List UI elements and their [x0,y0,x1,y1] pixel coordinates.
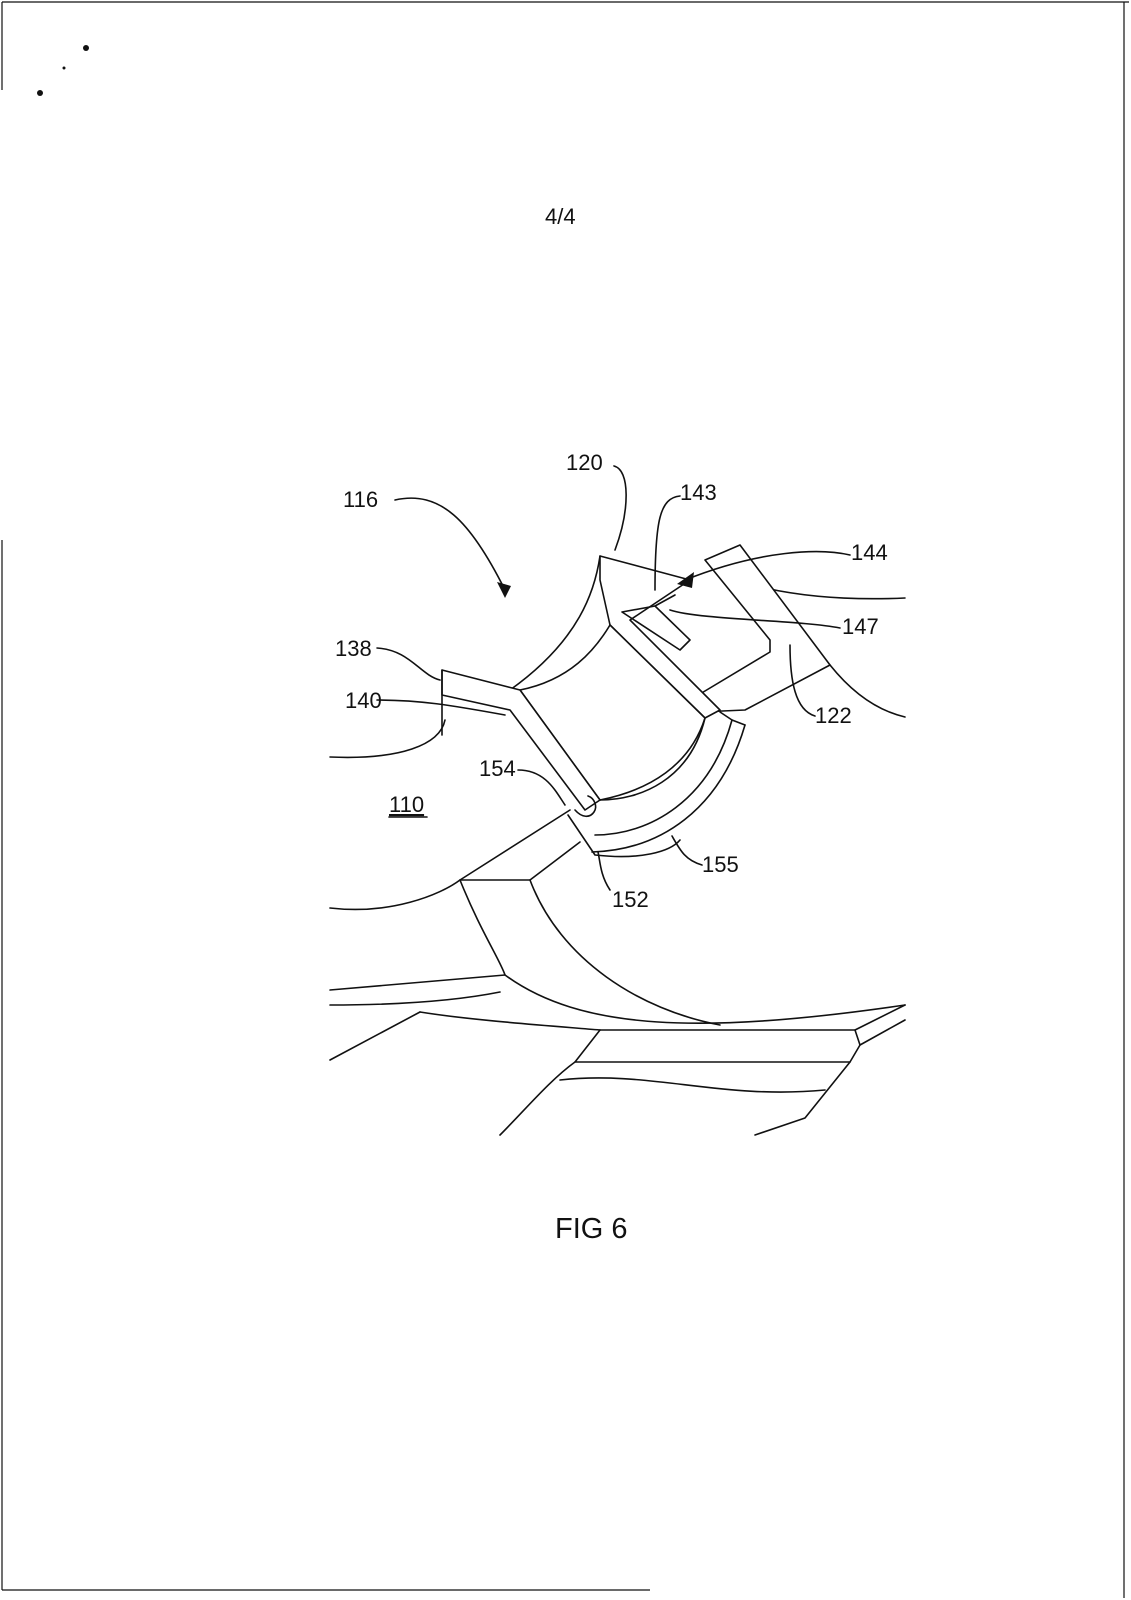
label-122: 122 [815,703,852,728]
figure-caption: FIG 6 [555,1213,628,1245]
label-140: 140 [345,688,382,713]
label-144: 144 [851,540,888,565]
label-155: 155 [702,852,739,877]
label-120: 120 [566,450,603,475]
leader-arrow-144 [677,550,851,588]
label-147: 147 [842,614,879,639]
leader-arrow-116 [394,497,511,598]
label-152: 152 [612,887,649,912]
label-143: 143 [680,480,717,505]
label-154: 154 [479,756,516,781]
label-110: 110 [389,792,424,817]
bracket-116 [441,544,906,858]
page-number: 4/4 [545,204,576,229]
label-116: 116 [343,487,378,512]
leader-lines [376,465,841,891]
label-138: 138 [335,636,372,661]
body-110 [329,719,906,1136]
